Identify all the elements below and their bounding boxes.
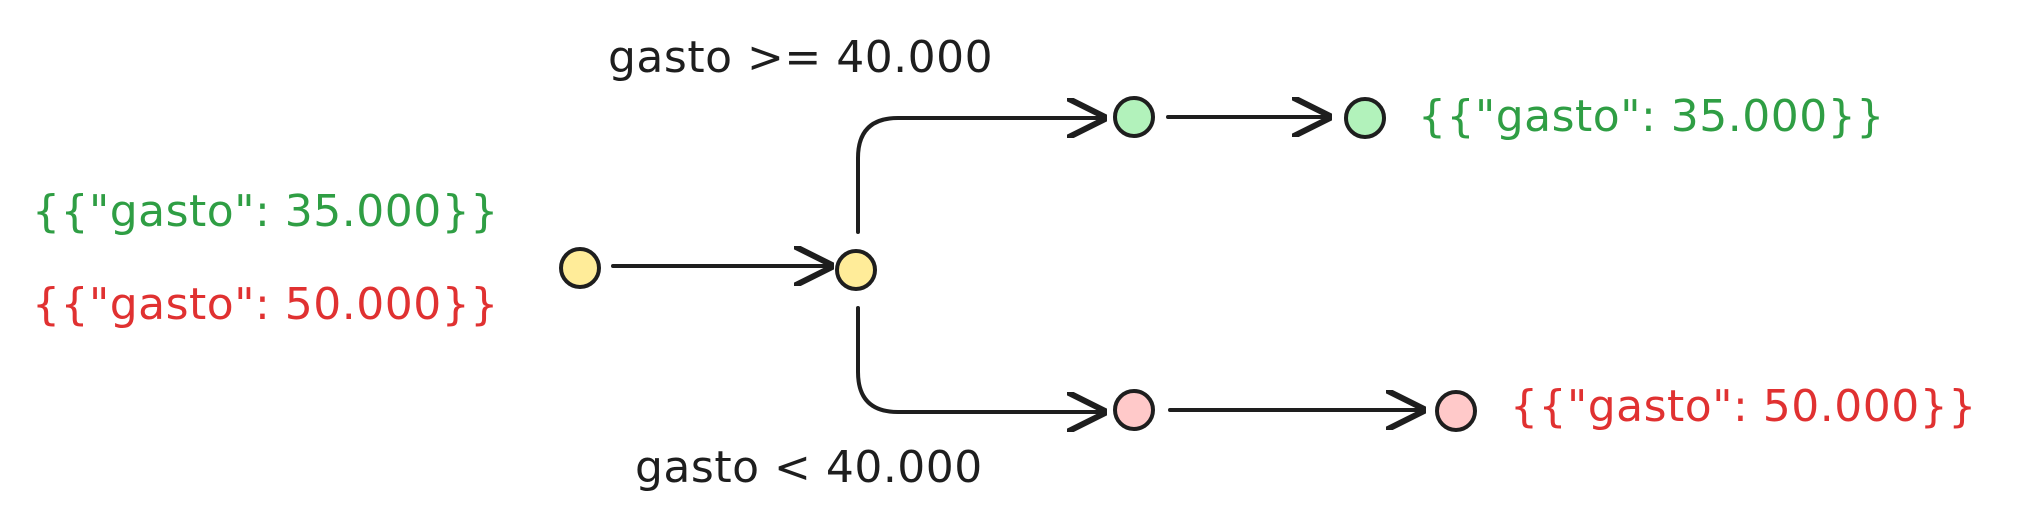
input-node xyxy=(559,247,601,289)
branch-upper-path xyxy=(856,118,1103,234)
lower-condition-label: gasto < 40.000 xyxy=(635,442,983,493)
upper-result-label: {{"gasto": 35.000}} xyxy=(1418,91,1885,142)
upper-result-node xyxy=(1344,97,1386,139)
input-record-red: {{"gasto": 50.000}} xyxy=(32,279,499,330)
branch-lower-path xyxy=(856,306,1103,412)
lower-branch-node xyxy=(1113,389,1155,431)
lower-result-node xyxy=(1435,390,1477,432)
upper-condition-label: gasto >= 40.000 xyxy=(608,32,994,83)
upper-branch-node xyxy=(1113,96,1155,138)
split-node xyxy=(835,249,877,291)
input-record-green: {{"gasto": 35.000}} xyxy=(32,186,499,237)
lower-result-label: {{"gasto": 50.000}} xyxy=(1510,381,1977,432)
